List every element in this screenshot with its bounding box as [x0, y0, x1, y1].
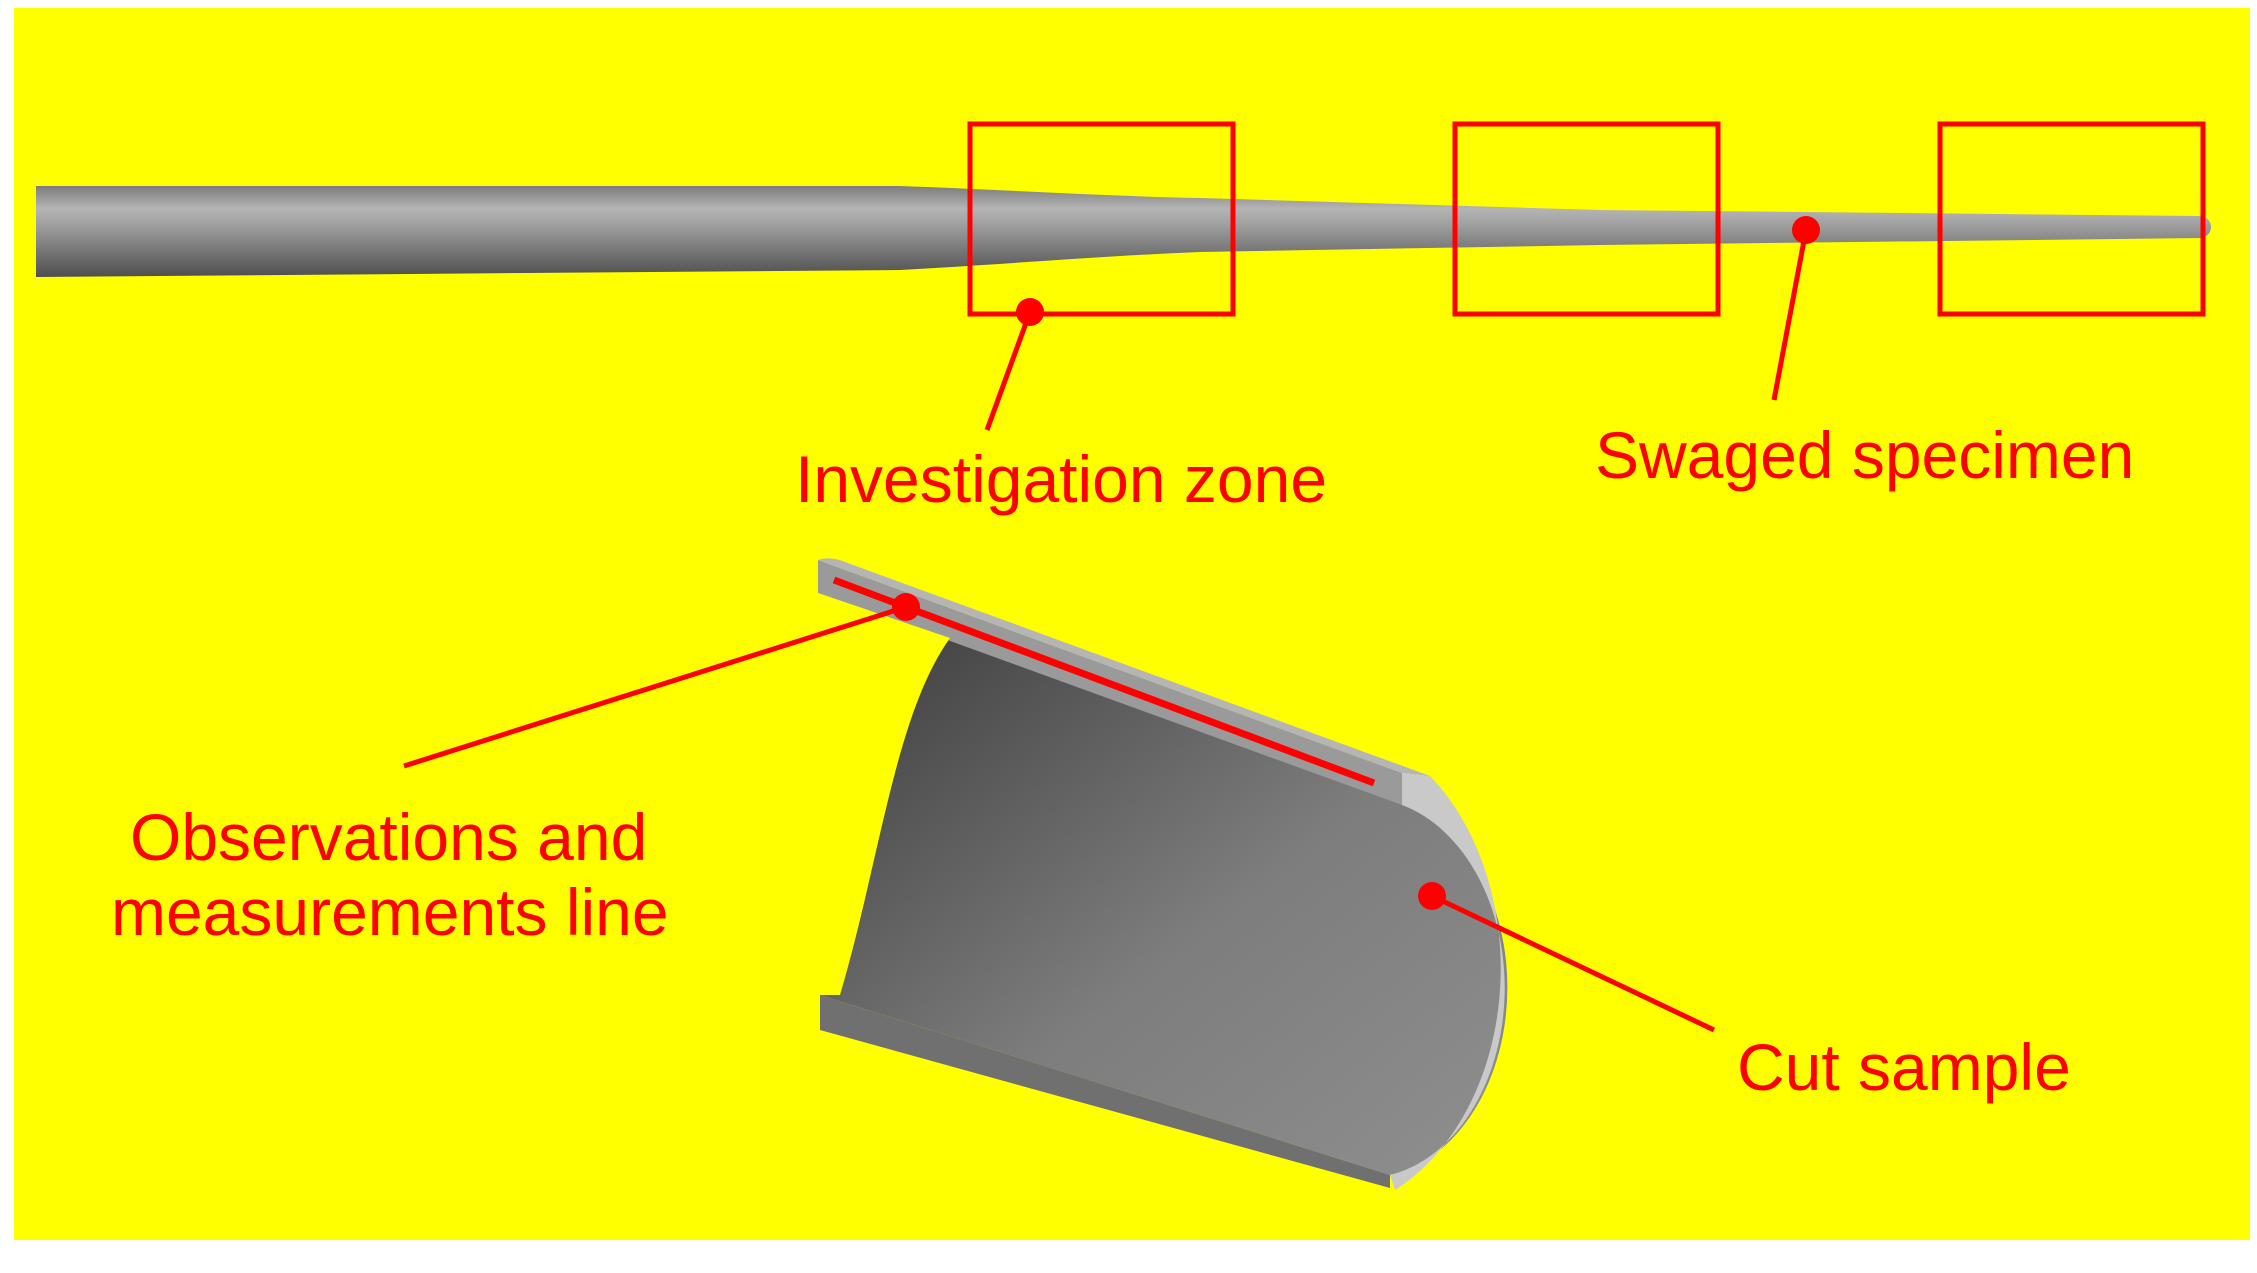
label-cut-sample: Cut sample [1737, 1030, 2071, 1104]
label-observations-line-1: Observations and [130, 800, 647, 874]
observations-dot [892, 593, 920, 621]
investigation-zone-box-1 [967, 121, 1236, 317]
swaged-specimen-leader [1771, 229, 1809, 401]
investigation-zone-leader [984, 311, 1033, 431]
cut-sample [818, 558, 1508, 1190]
investigation-zone-box-3 [1937, 121, 2206, 317]
label-investigation-zone: Investigation zone [795, 442, 1327, 516]
label-swaged-specimen: Swaged specimen [1595, 418, 2134, 492]
label-observations-line-2: measurements line [111, 875, 669, 949]
cut-sample-leader [1430, 893, 1716, 1033]
investigation-zone-dot [1016, 298, 1044, 326]
swaged-specimen-dot [1792, 216, 1820, 244]
observations-leader [403, 604, 907, 769]
cut-sample-dot [1418, 882, 1446, 910]
investigation-zone-box-2 [1452, 121, 1721, 317]
observations-line [832, 576, 1376, 787]
swaged-specimen-rod [36, 186, 2211, 277]
